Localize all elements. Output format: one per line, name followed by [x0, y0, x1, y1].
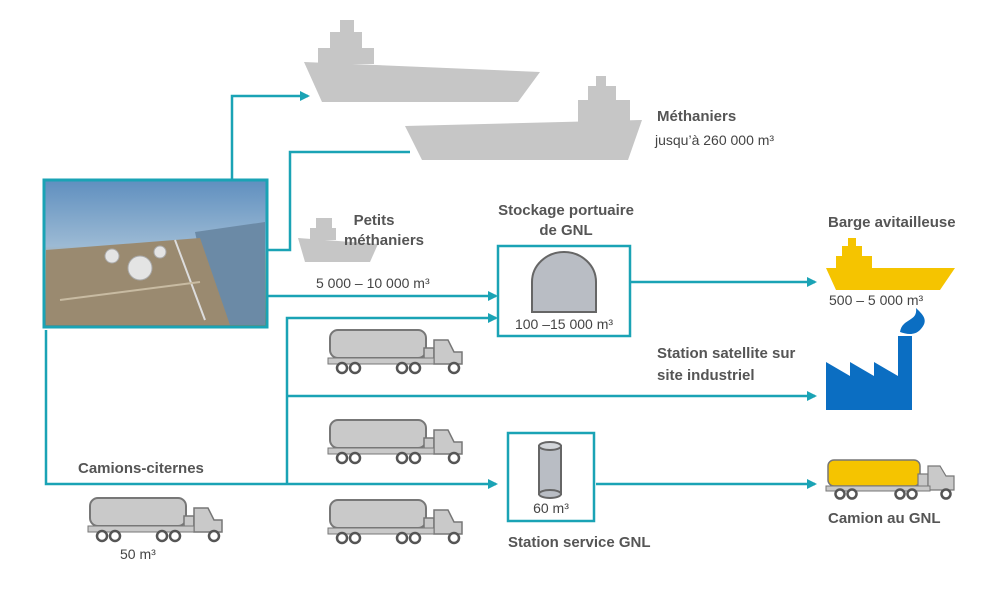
lng-terminal-aerial-photo	[42, 178, 269, 329]
station-service-title: Station service GNL	[508, 534, 651, 551]
port-storage-box	[496, 244, 632, 338]
truck-branch-vertical	[285, 313, 498, 484]
factory-icon	[826, 308, 925, 410]
camions-citernes-title: Camions-citernes	[78, 460, 204, 477]
stockage-title-line1: Stockage portuaire	[498, 202, 634, 219]
trunk-from-terminal-down	[44, 330, 498, 489]
ship-icon-large-1	[304, 20, 540, 102]
petits-methaniers-capacity: 5 000 – 10 000 m³	[316, 275, 430, 291]
petits-methaniers-line2: méthaniers	[343, 232, 425, 249]
lng-truck-icon	[825, 459, 955, 500]
storage-dome-icon	[531, 251, 597, 313]
camion-gnl-title: Camion au GNL	[828, 510, 941, 527]
connector-lines	[44, 91, 817, 489]
tanker-truck-icon-left	[86, 496, 224, 543]
station-service-capacity: 60 m³	[533, 500, 569, 516]
tanker-truck-icon-3	[326, 498, 464, 545]
station-service-box	[506, 431, 596, 523]
methaniers-capacity: jusqu’à 260 000 m³	[655, 132, 775, 148]
arrow-to-large-tanker-1	[230, 91, 310, 180]
tanker-truck-icon-2	[326, 418, 464, 465]
methaniers-title: Méthaniers	[657, 108, 737, 125]
station-satellite-line2: site industriel	[657, 367, 755, 384]
line-to-large-tanker-2	[268, 150, 410, 252]
ship-icon-small	[298, 218, 378, 262]
stockage-title-line2: de GNL	[539, 222, 593, 239]
stockage-capacity: 100 –15 000 m³	[514, 316, 614, 332]
barge-icon	[826, 238, 955, 290]
tanker-truck-icon-1	[326, 328, 464, 375]
barge-title: Barge avitailleuse	[828, 214, 956, 231]
barge-capacity: 500 – 5 000 m³	[829, 292, 924, 308]
storage-cylinder-icon	[538, 441, 562, 499]
station-satellite-line1: Station satellite sur	[657, 345, 796, 362]
petits-methaniers-line1: Petits	[353, 212, 395, 229]
ship-icon-large-2	[405, 76, 642, 160]
camion-capacity: 50 m³	[120, 546, 156, 562]
